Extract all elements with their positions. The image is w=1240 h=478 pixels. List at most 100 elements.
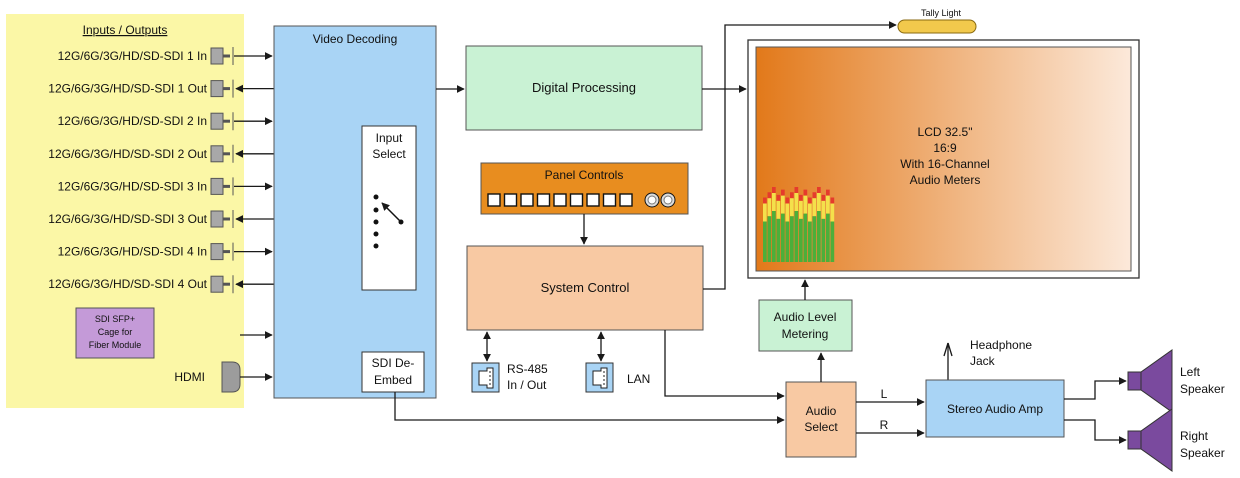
meter-yellow-segment xyxy=(821,200,826,219)
meter-yellow-segment xyxy=(772,193,776,211)
sdi-port-label: 12G/6G/3G/HD/SD-SDI 1 Out xyxy=(48,82,207,96)
selector-switch-icon xyxy=(373,194,404,249)
sdi-port-label: 12G/6G/3G/HD/SD-SDI 3 Out xyxy=(48,212,207,226)
meter-yellow-segment xyxy=(826,195,830,214)
meter-green-segment xyxy=(790,216,794,262)
input-select-line-2: Select xyxy=(372,147,406,161)
panel-square-button-icon xyxy=(602,193,617,207)
meter-green-segment xyxy=(808,221,812,262)
rs485-label-line-2: In / Out xyxy=(507,378,547,392)
video-decoding-title: Video Decoding xyxy=(313,32,398,46)
audio-metering-line-1: Audio Level xyxy=(774,310,837,324)
rs485-port-icon xyxy=(471,362,500,393)
video-decoding-block: Video Decoding Input Select SDI De- Embe… xyxy=(273,25,437,399)
meter-red-segment xyxy=(785,197,790,204)
sfp-label-line-1: SDI SFP+ xyxy=(95,314,135,324)
bnc-connector-icon xyxy=(210,112,224,130)
meter-red-segment xyxy=(763,197,767,204)
io-panel: Inputs / Outputs 12G/6G/3G/HD/SD-SDI 1 I… xyxy=(6,14,274,408)
system-control-block xyxy=(466,245,704,331)
bnc-connector-icon xyxy=(210,47,224,65)
meter-red-segment xyxy=(794,187,799,193)
meter-green-segment xyxy=(821,218,826,262)
panel-controls-block: Panel Controls xyxy=(480,162,689,215)
bnc-connector-icon xyxy=(210,177,224,195)
right-speaker-label-line-2: Speaker xyxy=(1180,446,1225,460)
meter-green-segment xyxy=(781,213,785,262)
bnc-connector-icon xyxy=(210,210,224,228)
audio-meter-bars xyxy=(763,187,835,262)
meter-red-segment xyxy=(826,189,830,196)
meter-red-segment xyxy=(812,192,817,199)
left-channel-label: L xyxy=(881,387,888,401)
panel-knob-center xyxy=(647,195,657,205)
meter-green-segment xyxy=(767,216,772,262)
de-embed-line-1: SDI De- xyxy=(372,356,415,370)
right-channel-label: R xyxy=(880,418,889,432)
meter-yellow-segment xyxy=(790,198,794,217)
meter-red-segment xyxy=(817,187,821,193)
hdmi-connector-icon xyxy=(221,361,241,393)
digital-processing-label: Digital Processing xyxy=(532,80,636,95)
amp-to-left-speaker-arrow xyxy=(1064,377,1127,400)
left-speaker-label-line-2: Speaker xyxy=(1180,382,1225,396)
lcd-label-line-1: LCD 32.5" xyxy=(918,125,973,139)
meter-red-segment xyxy=(772,187,776,193)
meter-green-segment xyxy=(763,221,767,262)
meter-green-segment xyxy=(830,221,835,262)
sdi-port-label: 12G/6G/3G/HD/SD-SDI 3 In xyxy=(58,179,207,193)
tally-light-icon xyxy=(897,19,977,34)
meter-red-segment xyxy=(830,197,835,204)
io-panel-title: Inputs / Outputs xyxy=(83,23,168,37)
hdmi-label: HDMI xyxy=(174,370,205,384)
system-to-tally-arrow xyxy=(703,21,897,290)
panel-square-button-icon xyxy=(520,193,534,207)
sdi-port-label: 12G/6G/3G/HD/SD-SDI 4 In xyxy=(58,245,207,259)
sdi-port-label: 12G/6G/3G/HD/SD-SDI 1 In xyxy=(58,49,207,63)
meter-green-segment xyxy=(826,213,830,262)
headphone-label-line-2: Jack xyxy=(970,354,996,368)
meter-red-segment xyxy=(767,192,772,199)
meter-yellow-segment xyxy=(808,203,812,222)
panel-square-button-icon xyxy=(569,193,584,207)
signal-connections xyxy=(240,21,1127,444)
meter-green-segment xyxy=(785,221,790,262)
meter-red-segment xyxy=(790,192,794,199)
panel-square-button-icon xyxy=(553,193,567,207)
right-speaker-icon xyxy=(1127,408,1173,472)
panel-square-button-icon xyxy=(503,193,518,207)
meter-red-segment xyxy=(799,194,803,201)
meter-red-segment xyxy=(803,189,808,196)
meter-green-segment xyxy=(803,213,808,262)
lan-port-icon xyxy=(585,362,614,393)
bnc-connector-icon xyxy=(210,275,224,293)
meter-green-segment xyxy=(817,211,821,262)
meter-red-segment xyxy=(781,189,785,196)
lcd-label-line-2: 16:9 xyxy=(933,141,957,155)
lcd-display: LCD 32.5" 16:9 With 16-Channel Audio Met… xyxy=(747,39,1140,279)
stereo-amp-label: Stereo Audio Amp xyxy=(947,402,1043,416)
sdi-de-embed-box xyxy=(361,351,425,393)
meter-yellow-segment xyxy=(767,198,772,217)
lan-label: LAN xyxy=(627,372,650,386)
meter-yellow-segment xyxy=(803,195,808,214)
audio-select-block xyxy=(785,381,857,458)
audio-metering-line-2: Metering xyxy=(782,327,829,341)
amp-to-right-speaker-arrow xyxy=(1064,419,1127,444)
meter-yellow-segment xyxy=(763,203,767,222)
system-control-label: System Control xyxy=(541,280,630,295)
meter-yellow-segment xyxy=(794,193,799,211)
bnc-connector-icon xyxy=(210,80,224,98)
meter-green-segment xyxy=(772,211,776,262)
meter-yellow-segment xyxy=(785,203,790,222)
sfp-cage-block xyxy=(75,307,155,359)
meter-yellow-segment xyxy=(812,198,817,217)
digital-processing-block xyxy=(465,45,703,131)
right-speaker-label-line-1: Right xyxy=(1180,429,1209,443)
tally-light-label: Tally Light xyxy=(921,8,962,18)
meter-yellow-segment xyxy=(776,200,781,219)
meter-red-segment xyxy=(776,194,781,201)
meter-yellow-segment xyxy=(781,195,785,214)
system-to-audio-select-arrow xyxy=(664,330,785,400)
